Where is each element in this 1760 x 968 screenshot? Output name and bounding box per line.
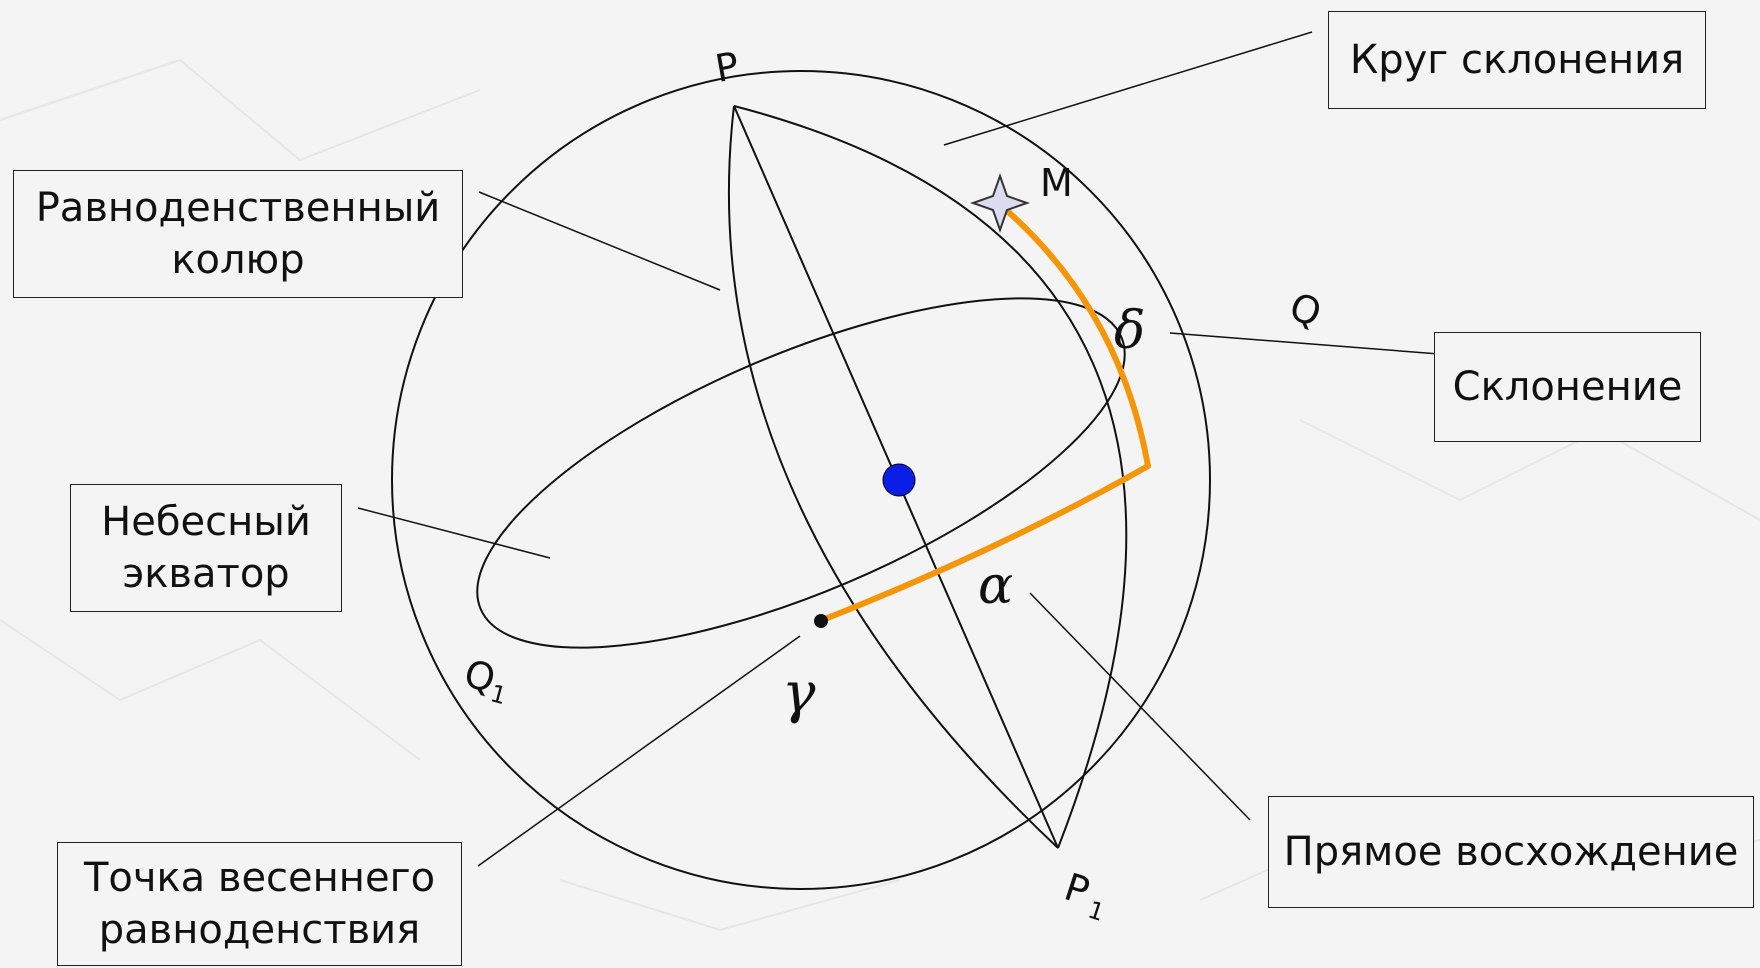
label-vernal-equinox-line1: Точка весеннего	[83, 855, 436, 901]
label-equinoctial-colure-line1: Равноденственный	[35, 185, 441, 231]
celestial-equator-ellipse	[476, 297, 1126, 649]
label-declination-circle-text: Круг склонения	[1349, 37, 1685, 83]
label-vernal-equinox-line2: равноденствия	[98, 907, 421, 953]
leader-declination	[1169, 332, 1453, 356]
point-q1-sub: 1	[487, 679, 509, 710]
label-right-ascension: Прямое восхождение	[1268, 796, 1754, 908]
label-equinoctial-colure-line2: колюр	[171, 237, 305, 283]
label-celestial-equator-line1: Небесный	[101, 499, 311, 545]
leader-vernal-equinox	[477, 635, 801, 867]
point-q-label: Q	[1284, 284, 1327, 336]
label-vernal-equinox: Точка весеннего равноденствия	[57, 842, 462, 966]
celestial-sphere-outline	[391, 70, 1211, 890]
label-declination-text: Склонение	[1452, 364, 1683, 410]
point-m-label: M	[1040, 161, 1073, 205]
delta-symbol: δ	[1114, 301, 1145, 361]
declination-circle-curve	[733, 105, 1128, 849]
label-declination-circle: Круг склонения	[1328, 11, 1706, 109]
gamma-symbol: γ	[782, 661, 816, 726]
star-icon	[969, 172, 1031, 234]
label-declination: Склонение	[1434, 332, 1701, 442]
point-q1-label: Q1	[458, 651, 514, 710]
leader-equinoctial-colure	[478, 191, 721, 291]
label-celestial-equator: Небесный экватор	[70, 484, 342, 612]
declination-arc	[1002, 206, 1151, 469]
alpha-symbol: α	[978, 556, 1013, 616]
leader-lines	[357, 31, 1453, 867]
point-p1-sub: 1	[1085, 896, 1108, 927]
right-ascension-arc	[817, 463, 1151, 624]
center-point	[882, 463, 916, 497]
leader-declination-circle	[943, 31, 1313, 146]
label-celestial-equator-line2: экватор	[122, 551, 290, 597]
leader-right-ascension	[1029, 592, 1251, 821]
label-equinoctial-colure: Равноденственный колюр	[13, 170, 463, 298]
label-right-ascension-text: Прямое восхождение	[1283, 829, 1739, 875]
point-p-label: P	[712, 44, 742, 91]
point-p1-label: P1	[1057, 865, 1115, 927]
vernal-equinox-point	[814, 614, 828, 628]
equinoctial-colure-curve	[727, 105, 1059, 849]
leader-celestial-equator	[357, 507, 551, 559]
